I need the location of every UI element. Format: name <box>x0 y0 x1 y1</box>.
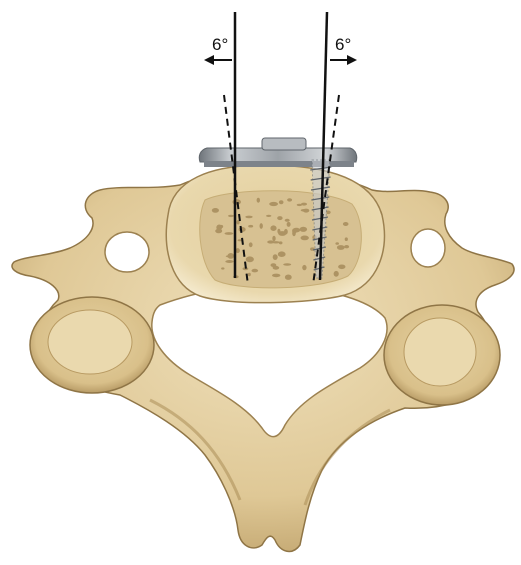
left-facet-surface <box>48 310 132 374</box>
right-angle-label: 6° <box>335 35 351 54</box>
trabecula-dot <box>287 198 292 201</box>
trabecula-dot <box>278 231 286 236</box>
trabecula-dot <box>272 274 280 278</box>
trabecula-dot <box>343 222 349 226</box>
right-facet-surface <box>404 318 476 386</box>
trabecula-dot <box>212 208 219 213</box>
implant-top-disc <box>262 138 306 150</box>
trabecula-dot <box>287 222 291 227</box>
trabecula-dot <box>232 199 241 205</box>
trabecula-dot <box>345 237 348 241</box>
trabecula-dot <box>283 263 291 266</box>
trabecula-dot <box>344 245 349 248</box>
trabecula-dot <box>273 254 278 260</box>
trabecula-dot <box>297 204 302 206</box>
trabecula-dot <box>269 202 278 206</box>
trabecula-dot <box>245 216 252 219</box>
trabecula-dot <box>228 215 234 217</box>
trabecula-dot <box>266 215 271 217</box>
trabecula-dot <box>225 260 233 263</box>
trabecula-dot <box>257 198 260 203</box>
trabecula-dot <box>273 266 280 270</box>
trabecula-dot <box>338 265 345 270</box>
trabecula-dot <box>301 209 308 212</box>
trabecula-dot <box>334 271 339 277</box>
trabecula-dot <box>248 273 251 276</box>
trabecula-dot <box>225 232 234 235</box>
implant-base <box>204 161 354 167</box>
trabecula-dot <box>279 200 284 204</box>
trabecula-dot <box>216 225 222 231</box>
left-angle-arrow <box>204 55 232 65</box>
left-transverse-foramen <box>105 232 149 272</box>
trabecula-dot <box>248 225 253 228</box>
trabecula-dot <box>260 223 263 229</box>
right-angle-arrow <box>330 55 357 65</box>
trabecula-dot <box>277 216 282 220</box>
trabecula-dot <box>249 242 253 247</box>
trabecula-dot <box>337 245 345 250</box>
left-angle-label: 6° <box>212 35 228 54</box>
trabecula-dot <box>228 253 235 259</box>
trabecula-dot <box>302 265 306 270</box>
trabecula-dot <box>252 269 259 273</box>
trabecula-dot <box>301 236 309 241</box>
trabecula-dot <box>285 275 292 280</box>
trabecula-dot <box>270 225 276 231</box>
trabecula-dot <box>285 219 290 222</box>
trabecula-dot <box>272 241 280 243</box>
right-transverse-foramen <box>411 229 445 267</box>
trabecula-dot <box>300 227 308 232</box>
trabecula-dot <box>292 230 296 236</box>
trabecula-dot <box>272 236 275 242</box>
trabecula-dot <box>278 251 286 257</box>
trabecula-dot <box>246 256 254 262</box>
trabecula-dot <box>335 242 339 245</box>
trabecula-dot <box>221 267 224 269</box>
